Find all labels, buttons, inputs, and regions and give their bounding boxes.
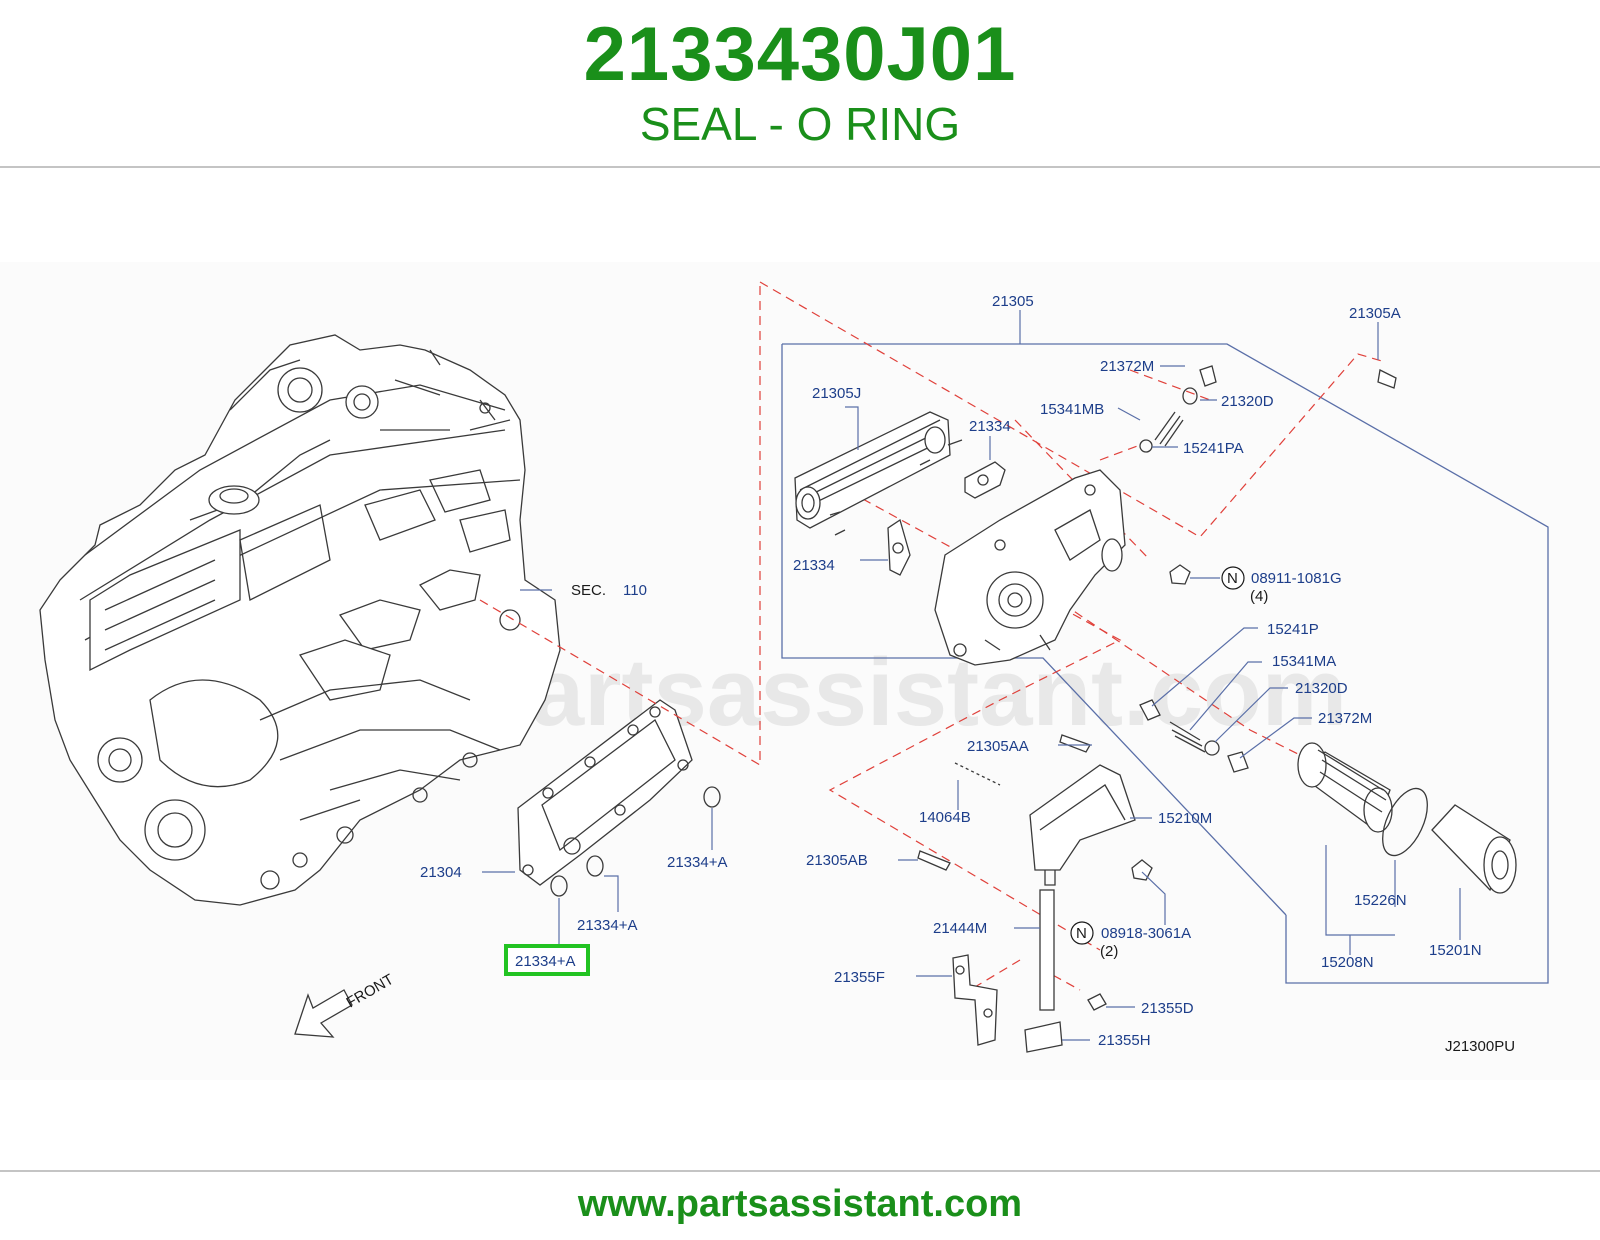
callout-14064b[interactable]: 14064B: [919, 809, 971, 826]
callout-08911[interactable]: 08911-1081G: [1251, 570, 1342, 587]
washer-21320d-lower-shape: [1204, 740, 1220, 756]
callout-15226n[interactable]: 15226N: [1354, 892, 1407, 909]
gasket-21334-lower-shape: [887, 518, 911, 576]
leader-15341mb: [1117, 407, 1141, 421]
o-ring-lower-shape: [550, 875, 568, 897]
leader-21334a-mid: [604, 875, 619, 912]
assembly-21305-boundary: [781, 343, 1549, 984]
callout-21334-lower[interactable]: 21334: [793, 557, 835, 574]
callout-21305j[interactable]: 21305J: [812, 385, 861, 402]
callout-21372m-lower[interactable]: 21372M: [1318, 710, 1372, 727]
gasket-21304-illustration: [517, 699, 693, 886]
callout-15241pa[interactable]: 15241PA: [1183, 440, 1244, 457]
part-number-title: 2133430J01: [583, 12, 1017, 97]
callout-15241p[interactable]: 15241P: [1267, 621, 1319, 638]
callout-21320d-lower[interactable]: 21320D: [1295, 680, 1348, 697]
callout-15210m[interactable]: 15210M: [1158, 810, 1212, 827]
section-ref-prefix: SEC.: [571, 582, 606, 599]
dash-path-gasket: [479, 282, 761, 767]
footer-divider: [0, 1170, 1600, 1172]
callout-21355d[interactable]: 21355D: [1141, 1000, 1194, 1017]
o-ring-middle-shape: [586, 855, 604, 877]
leader-21372m-lower: [1239, 717, 1312, 759]
filter-housing-illustration: [934, 469, 1126, 666]
nut-08911-shape: [1169, 564, 1191, 585]
callout-08918-qty: (2): [1100, 943, 1118, 960]
callout-21334a-mid[interactable]: 21334+A: [577, 917, 637, 934]
callout-15208n[interactable]: 15208N: [1321, 954, 1374, 971]
header-divider: [0, 166, 1600, 168]
callout-21305ab[interactable]: 21305AB: [806, 852, 868, 869]
spring-15341mb-shape: [1154, 411, 1184, 447]
front-label: FRONT: [344, 971, 397, 1012]
callout-21355h[interactable]: 21355H: [1098, 1032, 1151, 1049]
n-marker-08918-label: N: [1076, 925, 1087, 942]
section-ref-link[interactable]: 110: [623, 582, 647, 599]
n-marker-08911-label: N: [1227, 570, 1238, 587]
callout-08911-qty: (4): [1250, 588, 1268, 605]
leader-21320d-lower: [1214, 687, 1288, 743]
gasket-21334-upper-shape: [964, 461, 1006, 499]
n-marker-08911: [1221, 566, 1245, 590]
callout-21304[interactable]: 21304: [420, 864, 462, 881]
oil-filter-illustration: [1297, 742, 1517, 894]
gasket-21334-upper-hole: [977, 474, 989, 486]
callout-21305a[interactable]: 21305A: [1349, 305, 1401, 322]
callout-15341mb[interactable]: 15341MB: [1040, 401, 1104, 418]
callout-21305[interactable]: 21305: [992, 293, 1034, 310]
plug-21372m-top-shape: [1199, 365, 1217, 387]
callout-21305aa[interactable]: 21305AA: [967, 738, 1029, 755]
callout-21444m[interactable]: 21444M: [933, 920, 987, 937]
callout-21334-upper[interactable]: 21334: [969, 418, 1011, 435]
bolt-21305a-shape: [1377, 369, 1397, 389]
callout-15201n[interactable]: 15201N: [1429, 942, 1482, 959]
callout-highlighted[interactable]: 21334+A: [515, 953, 575, 970]
leader-15241p: [1151, 627, 1258, 707]
footer-url-link[interactable]: www.partsassistant.com: [577, 1183, 1023, 1225]
front-arrow-icon: [294, 989, 353, 1038]
spring-15341ma-shape: [1169, 721, 1206, 753]
leader-08918: [1141, 871, 1166, 925]
highlight-box: [504, 944, 590, 976]
callout-15341ma[interactable]: 15341MA: [1272, 653, 1336, 670]
callout-21372m-top[interactable]: 21372M: [1100, 358, 1154, 375]
leader-15341ma: [1189, 661, 1262, 731]
n-marker-08918: [1070, 921, 1094, 945]
callout-21320d-top[interactable]: 21320D: [1221, 393, 1274, 410]
lower-bracket-illustration: [917, 734, 1153, 1053]
gasket-21334-lower-hole: [892, 542, 904, 554]
oil-cooler-illustration: [794, 411, 963, 536]
ball-15241pa-shape: [1139, 439, 1153, 453]
page-header: 2133430J01 SEAL - O RING: [0, 0, 1600, 168]
dash-path-middle: [809, 469, 1122, 951]
leader-15226n-15208n: [1325, 845, 1396, 955]
callout-21355f[interactable]: 21355F: [834, 969, 885, 986]
callout-21334a-right[interactable]: 21334+A: [667, 854, 727, 871]
washer-21320d-top-shape: [1182, 387, 1198, 405]
valve-15241p-shape: [1139, 699, 1161, 721]
plug-21372m-lower-shape: [1227, 751, 1249, 773]
drawing-code: J21300PU: [1445, 1038, 1515, 1055]
part-description: SEAL - O RING: [639, 98, 961, 150]
o-ring-right-shape: [703, 786, 721, 808]
engine-block-illustration: [39, 334, 561, 906]
callout-08918[interactable]: 08918-3061A: [1101, 925, 1191, 942]
leader-21305j: [845, 406, 859, 450]
dash-path-relief: [1099, 369, 1211, 461]
